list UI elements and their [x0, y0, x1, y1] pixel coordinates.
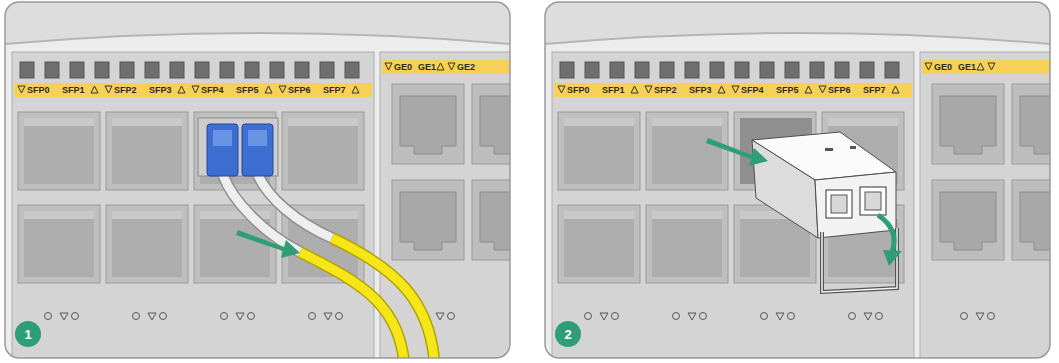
port-label: SFP1: [602, 85, 625, 95]
port-label: SFP0: [567, 85, 590, 95]
port-label: SFP7: [323, 85, 346, 95]
port-label: SFP4: [741, 85, 764, 95]
port-label: SFP5: [776, 85, 799, 95]
port-label: SFP5: [236, 85, 259, 95]
callout-number: 2: [564, 327, 571, 342]
callout-number: 1: [24, 327, 31, 342]
port-label: SFP0: [27, 85, 50, 95]
port-label: GE1: [958, 62, 976, 72]
port-label: GE1: [418, 62, 436, 72]
port-label: SFP2: [654, 85, 677, 95]
port-label: SFP2: [114, 85, 137, 95]
port-label: SFP3: [149, 85, 172, 95]
port-label: SFP6: [288, 85, 311, 95]
port-label: SFP3: [689, 85, 712, 95]
port-label: GE0: [934, 62, 952, 72]
port-label: SFP1: [62, 85, 85, 95]
port-label: SFP4: [201, 85, 224, 95]
port-label: SFP7: [863, 85, 886, 95]
port-label: GE2: [457, 62, 475, 72]
port-label: SFP6: [828, 85, 851, 95]
port-label: GE0: [394, 62, 412, 72]
